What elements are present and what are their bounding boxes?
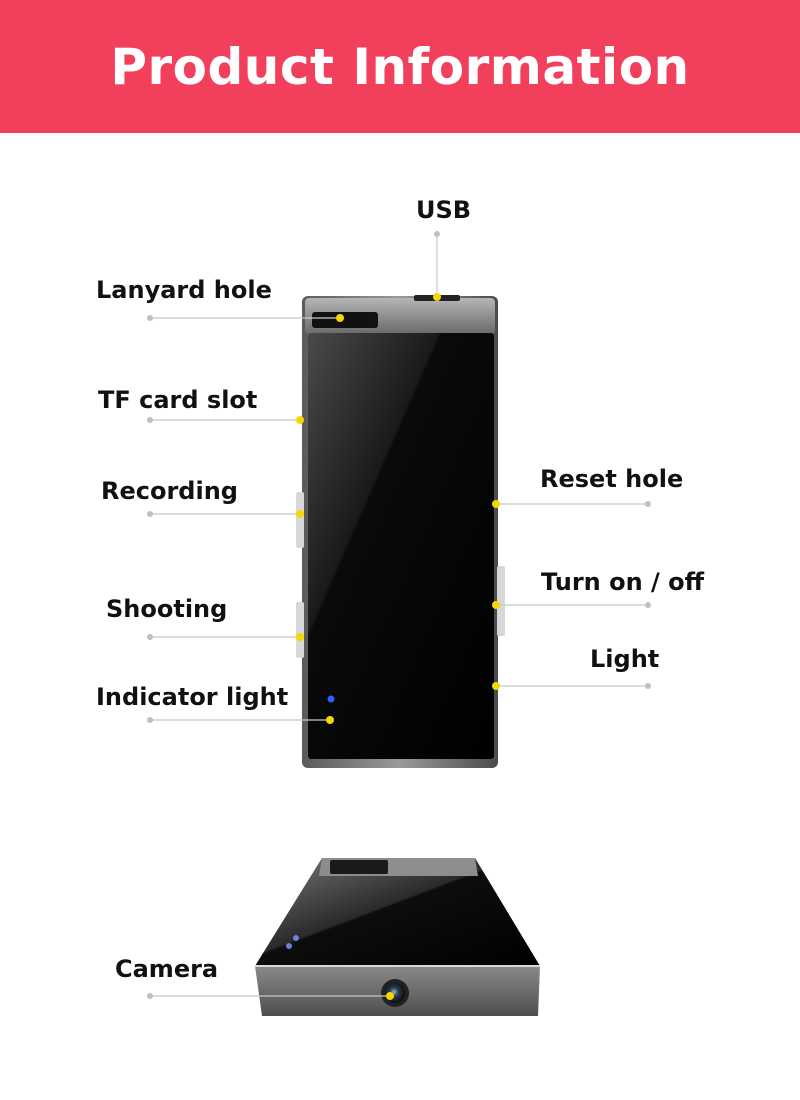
callout-markers bbox=[296, 293, 500, 1000]
label-usb: USB bbox=[416, 196, 472, 224]
label-tf-card-slot: TF card slot bbox=[98, 386, 258, 414]
label-turn-on-off: Turn on / off bbox=[541, 568, 705, 596]
label-recording: Recording bbox=[101, 477, 238, 505]
label-lanyard-hole: Lanyard hole bbox=[96, 276, 272, 304]
device-bottom-view bbox=[255, 858, 540, 1016]
label-camera: Camera bbox=[115, 955, 219, 983]
device-front-view bbox=[296, 295, 505, 768]
leader-lines bbox=[150, 234, 648, 997]
label-light: Light bbox=[590, 645, 660, 673]
label-shooting: Shooting bbox=[106, 595, 228, 623]
header-banner bbox=[0, 0, 800, 133]
leader-line-ends bbox=[147, 231, 651, 999]
label-reset-hole: Reset hole bbox=[540, 465, 684, 493]
page-title: Product Information bbox=[110, 37, 690, 96]
label-indicator-light: Indicator light bbox=[96, 683, 289, 711]
